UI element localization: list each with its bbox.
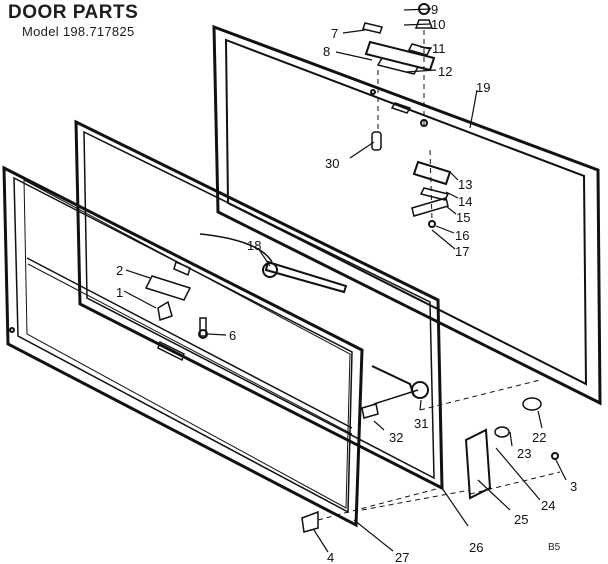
callout-8: 8 — [323, 44, 330, 59]
callout-6: 6 — [229, 328, 236, 343]
callout-4: 4 — [327, 550, 334, 564]
model-number: Model 198.717825 — [22, 24, 135, 39]
assembly-guide-lines — [317, 30, 561, 521]
page-title: DOOR PARTS — [8, 2, 139, 23]
callout-12: 12 — [438, 64, 452, 79]
callout-labels: 9 10 7 8 11 12 19 30 13 14 15 16 17 18 2… — [116, 2, 577, 564]
callout-13: 13 — [458, 177, 472, 192]
callout-2: 2 — [116, 263, 123, 278]
callout-10: 10 — [431, 17, 445, 32]
callout-30: 30 — [325, 156, 339, 171]
callout-9: 9 — [431, 2, 438, 17]
callout-31: 31 — [414, 416, 428, 431]
callout-14: 14 — [458, 194, 472, 209]
corner-mark: B5 — [548, 542, 561, 553]
inner-panel-part-27 — [2, 165, 364, 528]
callout-32: 32 — [389, 430, 403, 445]
hardware-items — [144, 3, 559, 533]
callout-19: 19 — [476, 80, 490, 95]
callout-26: 26 — [469, 540, 483, 555]
callout-23: 23 — [517, 446, 531, 461]
callout-1: 1 — [116, 285, 123, 300]
callout-24: 24 — [541, 498, 555, 513]
callout-11: 11 — [432, 41, 446, 56]
door-frame-part-19 — [212, 24, 602, 406]
callout-27: 27 — [395, 550, 409, 564]
callout-15: 15 — [456, 210, 470, 225]
callout-18: 18 — [247, 238, 261, 253]
callout-16: 16 — [455, 228, 469, 243]
callout-25: 25 — [514, 512, 528, 527]
callout-22: 22 — [532, 430, 546, 445]
callout-3: 3 — [570, 479, 577, 494]
callout-17: 17 — [455, 244, 469, 259]
callout-7: 7 — [331, 26, 338, 41]
leader-lines — [123, 8, 567, 553]
